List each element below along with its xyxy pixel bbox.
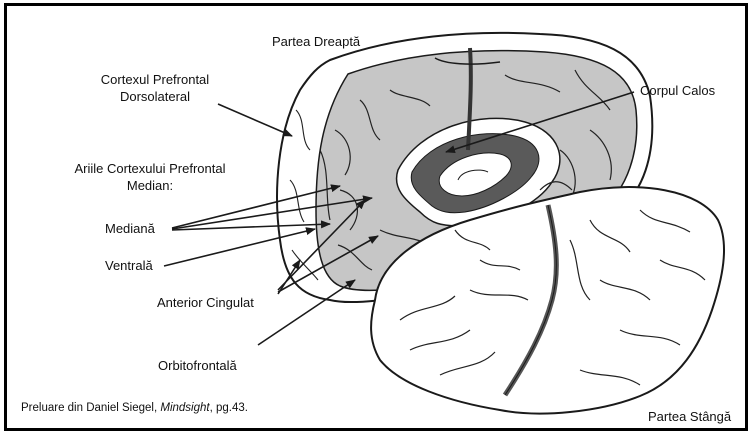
ventral-label: Ventrală <box>105 257 153 274</box>
corpus-callosum-label: Corpul Calos <box>640 82 715 99</box>
median-areas-line1: Ariile Cortexului Prefrontal <box>55 160 245 177</box>
right-hemisphere-label: Partea Dreaptă <box>272 33 360 50</box>
dorsolateral-line1: Cortexul Prefrontal <box>78 71 232 88</box>
credit-suffix: , pg.43. <box>210 402 248 414</box>
left-hemisphere-label: Partea Stângă <box>648 408 731 425</box>
credit-prefix: Preluare din Daniel Siegel, <box>21 402 160 414</box>
dorsolateral-label: Cortexul Prefrontal Dorsolateral <box>78 71 232 105</box>
median-areas-line2: Median: <box>55 177 245 194</box>
dorsolateral-line2: Dorsolateral <box>78 88 232 105</box>
orbitofrontal-label: Orbitofrontală <box>158 357 237 374</box>
medial-label: Mediană <box>105 220 155 237</box>
credit-book-title: Mindsight <box>160 402 209 414</box>
median-areas-label: Ariile Cortexului Prefrontal Median: <box>55 160 245 194</box>
source-credit: Preluare din Daniel Siegel, Mindsight, p… <box>21 400 248 417</box>
anterior-cingulate-label: Anterior Cingulat <box>157 294 254 311</box>
